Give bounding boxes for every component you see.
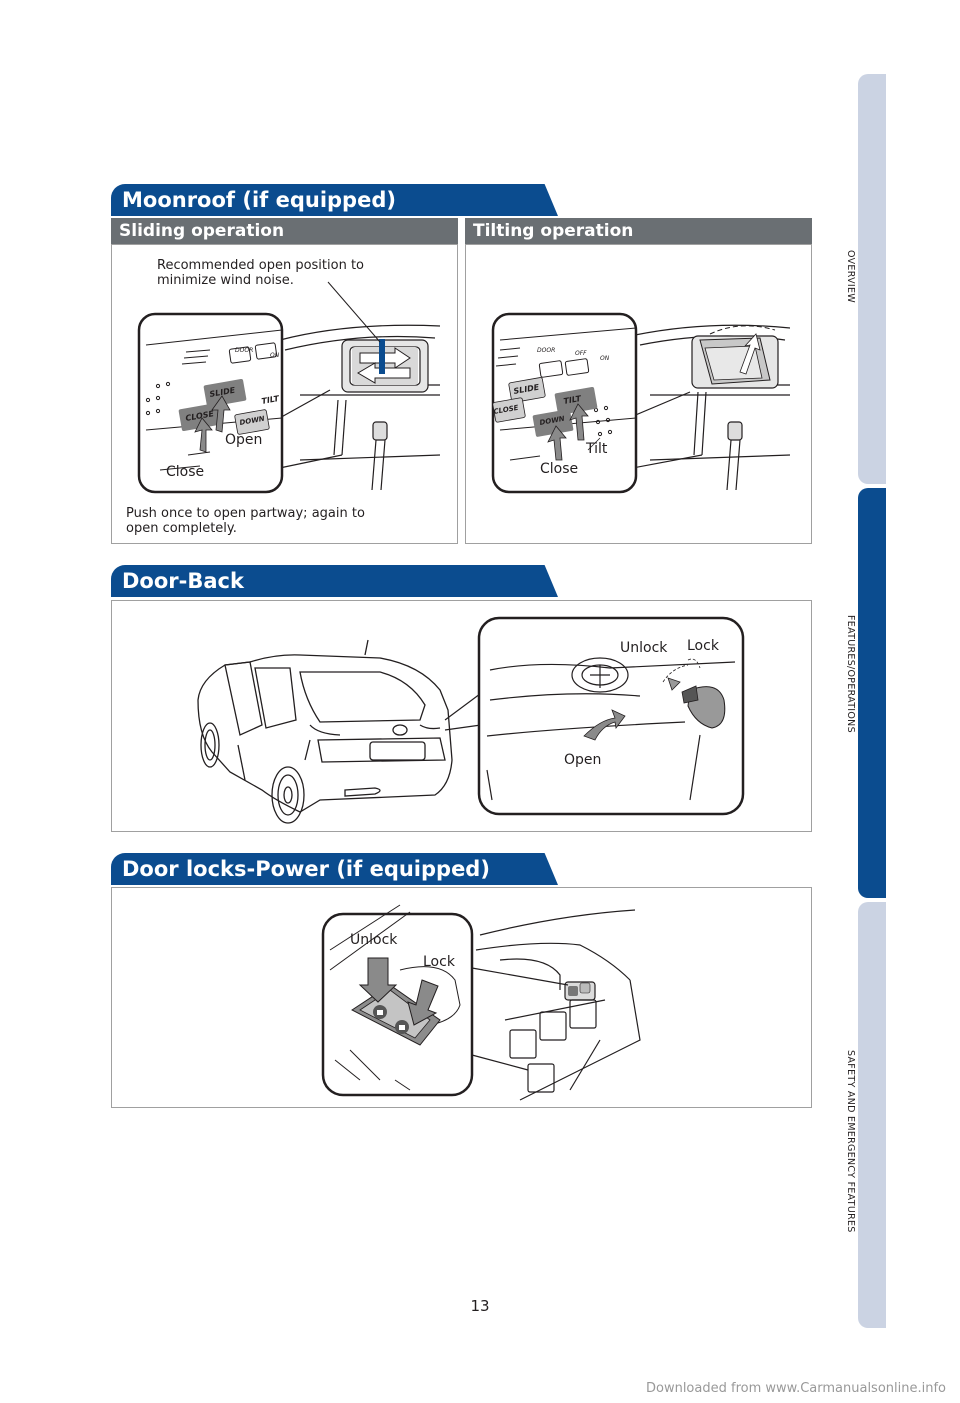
footer-watermark: Downloaded from www.Carmanualsonline.inf… <box>645 1381 946 1396</box>
unlock-padlock-icon <box>377 1010 383 1015</box>
tab-features-operations[interactable] <box>858 488 886 898</box>
sliding-btn-tilt: TILT <box>261 394 280 406</box>
tilting-close-label: Close <box>540 461 579 477</box>
sliding-note-bottom-line2: open completely. <box>126 521 237 536</box>
door-back-unlock-label: Unlock <box>620 640 668 656</box>
tilting-tilt-label: Tilt <box>586 441 608 457</box>
tilting-btn-tilt: TILT <box>563 394 582 406</box>
sliding-btn-on: ON <box>270 352 280 359</box>
open-arrow-icon <box>211 395 231 433</box>
sliding-note-top-line2: minimize wind noise. <box>157 273 294 288</box>
moonroof-title: Moonroof (if equipped) <box>111 184 558 216</box>
close-arrow-icon <box>194 417 213 453</box>
sliding-operation-illustration: SLIDE CLOSE DOWN TILT DOOR ON <box>137 281 441 494</box>
door-back-illustration <box>197 616 745 824</box>
unlock-arrow-icon <box>667 677 681 691</box>
tab-label-safety-emergency: SAFETY AND EMERGENCY FEATURES <box>845 1050 856 1233</box>
sliding-open-label: Open <box>225 432 263 448</box>
tab-overview[interactable] <box>858 74 886 484</box>
side-tab-strip <box>858 74 886 1328</box>
tilting-btn-off: OFF <box>575 350 587 357</box>
sliding-note-top-line1: Recommended open position to <box>157 258 364 273</box>
tab-label-features-operations: FEATURES/OPERATIONS <box>845 615 856 733</box>
tilting-btn-door: DOOR <box>537 347 555 354</box>
door-locks-title: Door locks-Power (if equipped) <box>111 853 558 885</box>
sliding-note-bottom-line1: Push once to open partway; again to <box>126 506 365 521</box>
door-locks-illustration <box>321 904 641 1101</box>
tilting-operation-illustration: SLIDE CLOSE TILT DOWN DOOR OFF ON <box>491 312 791 494</box>
door-locks-unlock-label: Unlock <box>350 932 398 948</box>
sliding-close-label: Close <box>166 464 205 480</box>
door-back-title: Door-Back <box>111 565 558 597</box>
close-arrow-icon <box>547 425 567 461</box>
sliding-btn-door: DOOR <box>235 347 253 354</box>
lock-padlock-icon <box>399 1025 405 1030</box>
tab-label-overview: OVERVIEW <box>845 250 856 303</box>
open-arrow-icon <box>583 709 626 741</box>
tilting-operation-heading: Tilting operation <box>465 218 812 244</box>
tab-safety-emergency[interactable] <box>858 902 886 1328</box>
sliding-operation-heading: Sliding operation <box>111 218 458 244</box>
door-locks-lock-label: Lock <box>423 954 455 970</box>
tilting-btn-on: ON <box>600 355 610 362</box>
unlock-arrow-icon <box>358 957 398 1003</box>
lock-arrow-icon <box>407 979 439 1026</box>
door-back-lock-label: Lock <box>687 638 719 654</box>
tilt-arrow-icon <box>569 403 589 441</box>
page-number: 13 <box>470 1297 490 1315</box>
door-back-open-label: Open <box>564 752 602 768</box>
